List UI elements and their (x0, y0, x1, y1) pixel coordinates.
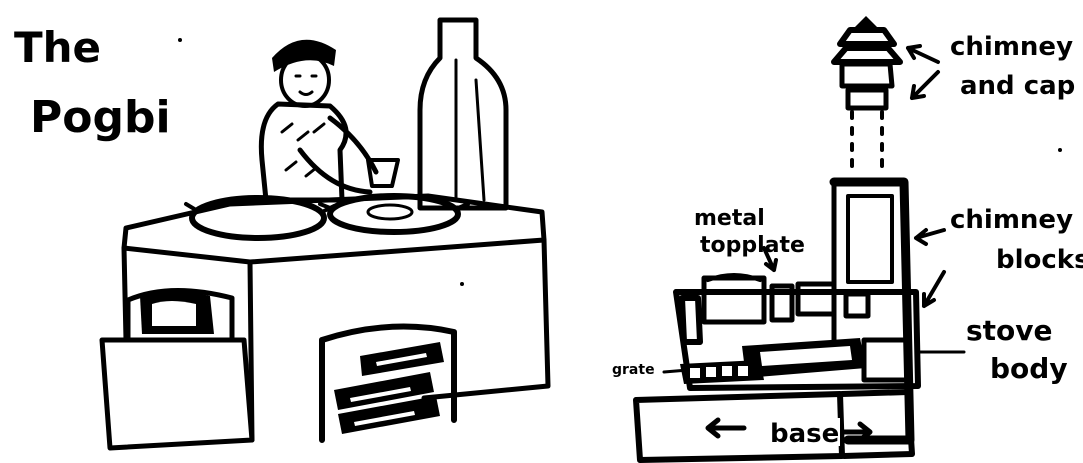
arrow-to-chimney-blocks (914, 228, 946, 246)
topplate-hole-4 (843, 291, 871, 319)
label-stove: stove (966, 314, 1053, 347)
stove-top-surface (121, 193, 547, 265)
cook-with-stove-illustration (99, 17, 551, 451)
annotation-arrows (662, 44, 966, 374)
label-body: body (990, 352, 1068, 385)
label-base: base (770, 419, 839, 449)
grate-part (680, 360, 764, 384)
cook-arms (297, 115, 379, 195)
label-and-cap: and cap (960, 71, 1075, 101)
water-jar-shading (454, 58, 486, 202)
ink-speck (178, 38, 182, 42)
stove-block (99, 193, 551, 451)
arrow-to-stove-body (922, 270, 946, 308)
label-grate: grate (612, 362, 655, 378)
cook-face (294, 74, 318, 96)
ink-speck (460, 282, 464, 286)
chimney-cap (831, 16, 903, 111)
stove-body-part (673, 273, 921, 391)
arrow-to-chimney (910, 70, 940, 100)
base-left-arrow (705, 417, 747, 439)
stove-pot-right-handles (318, 202, 470, 210)
leader-grate (662, 368, 690, 374)
part-labels: chimney and cap metal topplate chimney b… (612, 32, 1083, 449)
label-blocks: blocks (996, 245, 1083, 275)
label-chimney-2: chimney (950, 205, 1073, 235)
exploded-stove-diagram: chimney and cap metal topplate chimney b… (612, 16, 1083, 463)
base-right-arrow (835, 421, 873, 443)
cook-garment-pattern (280, 122, 326, 178)
arrow-to-chimney-cap (906, 44, 940, 64)
title-line-2: Pogbi (30, 92, 171, 143)
topplate-hole-3 (795, 281, 837, 317)
base-part (633, 389, 915, 463)
ink-speck (1058, 148, 1062, 152)
label-metal: metal (694, 206, 765, 231)
topplate-hole-2 (769, 283, 795, 323)
arrow-to-topplate (762, 246, 778, 272)
chimney-block-inner (846, 194, 894, 284)
chimney-blocks (829, 177, 915, 445)
stove-pot-right (327, 193, 461, 235)
water-jar (417, 17, 509, 211)
stove-pot-left (189, 195, 327, 241)
cook-figure (258, 39, 400, 203)
label-topplate: topplate (700, 233, 805, 258)
cook-head (279, 52, 331, 108)
label-chimney: chimney (950, 32, 1073, 62)
topplate-hole-1 (701, 275, 767, 325)
title-line-1: The (14, 23, 101, 72)
stove-base (99, 337, 255, 451)
stove-firebox-arch (319, 323, 457, 443)
chimney-dotted-guide (850, 110, 884, 174)
cook-cup (366, 158, 400, 188)
stove-firewood (334, 342, 444, 434)
stove-pot-right-lid (366, 203, 414, 221)
stove-side-opening (125, 287, 235, 343)
diagram-title: The Pogbi (14, 23, 171, 143)
